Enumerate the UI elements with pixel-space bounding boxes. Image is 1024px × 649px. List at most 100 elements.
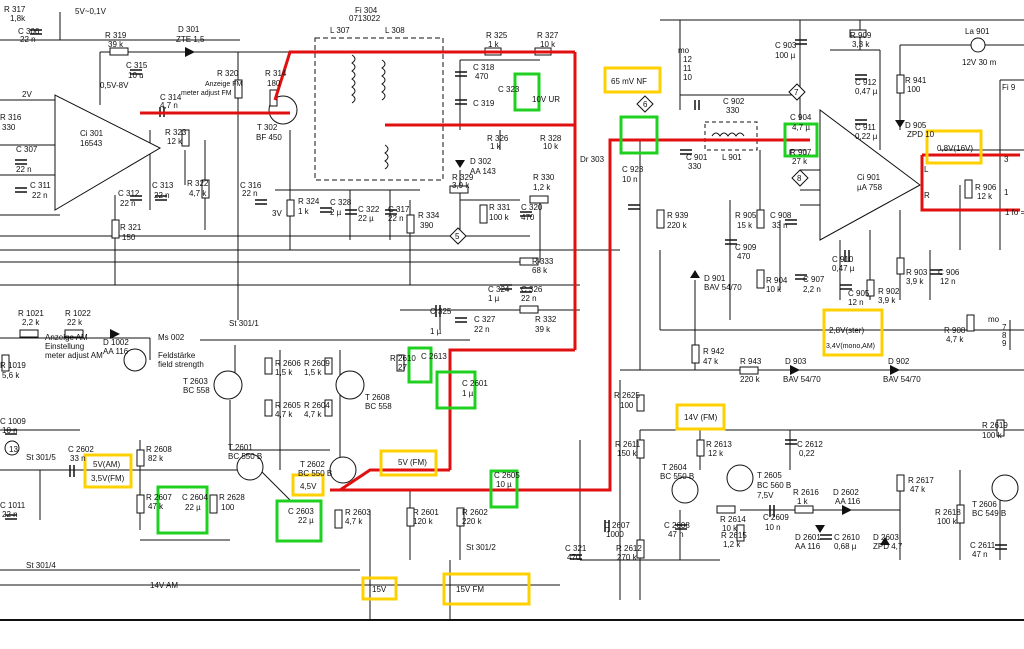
value-c1009: 10 n xyxy=(2,426,18,435)
label-node7: 7 xyxy=(794,88,799,97)
label-c320: C 320 xyxy=(521,203,543,212)
value-c903: 100 µ xyxy=(775,51,796,60)
resistor-r939 xyxy=(656,209,665,229)
node-5 xyxy=(449,227,467,245)
label-r320: R 320 xyxy=(217,69,239,78)
value-r906: 12 k xyxy=(977,192,993,201)
value-r2612: 270 k xyxy=(617,553,638,562)
diode-d902 xyxy=(890,365,900,375)
value-c2602: 33 n xyxy=(70,454,86,463)
resistor-r330 xyxy=(529,195,549,204)
value-c323: 10V UR xyxy=(532,95,560,104)
label-c2604: C 2604 xyxy=(182,493,208,502)
label-v05: 0,5V-8V xyxy=(100,81,129,90)
label-r2614: R 2614 xyxy=(720,515,746,524)
resistor-r942 xyxy=(691,344,700,364)
value-r2609: 1,5 k xyxy=(304,368,322,377)
label-c2612: C 2612 xyxy=(797,440,823,449)
value-r322: 4,7 k xyxy=(189,189,207,198)
ic-301-symbol xyxy=(54,94,162,211)
value-c2605: 10 µ xyxy=(496,480,512,489)
label-v5: 5V~0,1V xyxy=(75,7,107,16)
label-r908: R 908 xyxy=(944,326,966,335)
label-dr303: Dr 303 xyxy=(580,155,605,164)
value-r2625: 100 xyxy=(620,401,634,410)
value-c2612: 0,22 xyxy=(799,449,815,458)
label-r324: R 324 xyxy=(298,197,320,206)
label-r2601: R 2601 xyxy=(413,508,439,517)
label-v14am: 14V AM xyxy=(150,581,178,590)
resistor-r2601 xyxy=(406,507,415,527)
transistor-t2602 xyxy=(329,456,357,484)
value-r2610: 27 xyxy=(398,363,407,372)
label-r319: R 319 xyxy=(105,31,127,40)
resistor-r329 xyxy=(449,185,469,194)
highlighted-signal-path xyxy=(140,50,1020,492)
coil-l901 xyxy=(711,132,745,137)
diode-d2603 xyxy=(880,537,890,545)
value-c902: 330 xyxy=(726,106,740,115)
transistor-t2608 xyxy=(335,370,365,400)
label-ci301: Ci 301 xyxy=(80,129,104,138)
label-node6: 6 xyxy=(643,100,648,109)
resistor-r2609 xyxy=(324,357,333,375)
label-r331: R 331 xyxy=(489,203,511,212)
label-c306: C 306 xyxy=(18,27,40,36)
value-t2601: BC 550 B xyxy=(228,452,262,461)
value-c905: 12 n xyxy=(848,298,864,307)
label-c2602: C 2602 xyxy=(68,445,94,454)
resistor-r908 xyxy=(966,314,975,332)
resistor-r904 xyxy=(756,269,765,289)
value-r2605: 4,7 k xyxy=(275,410,293,419)
resistor-r2602 xyxy=(456,507,465,527)
highlight-c2613 xyxy=(407,346,433,384)
value-r1019: 5,6 k xyxy=(2,371,20,380)
diode-d2601 xyxy=(815,525,825,533)
label-v2: 2V xyxy=(22,90,32,99)
label-d903: D 903 xyxy=(785,357,807,366)
resistor-r1019 xyxy=(1,354,10,372)
coil-l308 xyxy=(381,59,386,101)
label-c2605: C 2605 xyxy=(494,471,520,480)
value-c322: 22 µ xyxy=(358,214,374,223)
value-c2609: 10 n xyxy=(765,523,781,532)
value-t2608: BC 558 xyxy=(365,402,392,411)
label-r2611: R 2611 xyxy=(615,440,641,449)
label-r2610: R 2610 xyxy=(390,354,416,363)
label-t2603: T 2603 xyxy=(183,377,208,386)
label-st3015: St 301/5 xyxy=(26,453,56,462)
value-r332: 39 k xyxy=(535,325,551,334)
value-r905: 15 k xyxy=(737,221,753,230)
value-r329: 3,9 k xyxy=(452,181,470,190)
label-c908: C 908 xyxy=(770,211,792,220)
resistor-r2625 xyxy=(636,394,645,412)
label-r332: R 332 xyxy=(535,315,557,324)
label-l307: L 307 xyxy=(330,26,350,35)
label-pin1: 1 xyxy=(1004,188,1009,197)
label-c313: C 313 xyxy=(152,181,174,190)
label-d1002: D 1002 xyxy=(103,338,129,347)
label-r2625: R 2625 xyxy=(614,391,640,400)
label-r903: R 903 xyxy=(906,268,928,277)
transistor-t2604 xyxy=(671,476,699,504)
resistor-r321 xyxy=(111,219,120,239)
label-c912: C 912 xyxy=(855,78,877,87)
diode-d905 xyxy=(895,120,905,128)
label-c910: C 910 xyxy=(832,255,854,264)
resistor-r906 xyxy=(964,179,973,199)
resistor-r2607 xyxy=(136,494,145,514)
label-c321: C 321 xyxy=(565,544,587,553)
label-c2601: C 2601 xyxy=(462,379,488,388)
ic-901-symbol xyxy=(819,109,921,241)
value-r2604: 4,7 k xyxy=(304,410,322,419)
resistor-r2603 xyxy=(334,509,343,529)
value-c315: 10 u xyxy=(128,71,144,80)
resistor-r1022 xyxy=(64,329,84,338)
value-c306: 22 n xyxy=(20,35,36,44)
value-r325: 1 k xyxy=(488,40,500,49)
label-r321: R 321 xyxy=(120,223,142,232)
value-r2614: 10 k xyxy=(722,524,738,533)
label-r317: R 317 xyxy=(4,5,26,14)
value-r2613: 12 k xyxy=(708,449,724,458)
resistor-r2606 xyxy=(264,357,273,375)
